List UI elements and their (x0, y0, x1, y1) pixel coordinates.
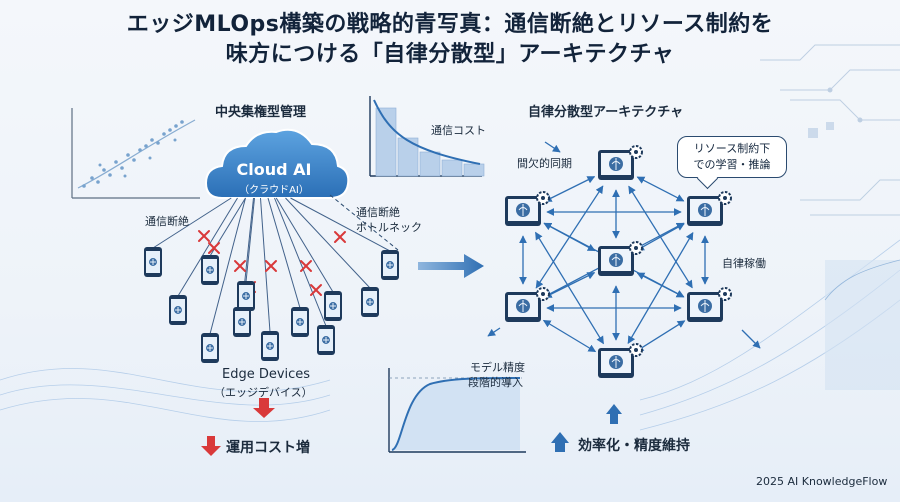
intermittent-sync-label: 間欠的同期 (517, 157, 572, 170)
edge-device-icon (291, 307, 309, 337)
cost-bar (419, 151, 441, 177)
edge-device-icon (324, 291, 342, 321)
cost-bar (397, 137, 419, 177)
edge-device-icon (201, 255, 219, 285)
page-title: エッジMLOps構築の戦略的青写真：通信断絶とリソース制約を 味方につける「自律… (0, 10, 900, 70)
accuracy-chart-label-2: 段階的導入 (468, 376, 523, 389)
efficiency-label: 効率化・精度維持 (578, 438, 690, 454)
cost-chart-label: 通信コスト (431, 124, 486, 137)
edge-device-group (144, 247, 399, 363)
cost-bar (463, 163, 485, 177)
cost-down-arrows (201, 398, 275, 456)
edge-devices-label: Edge Devices (222, 367, 311, 382)
edge-devices-sublabel: （エッジデバイス） (214, 386, 313, 399)
edge-device-icon (361, 287, 379, 317)
cost-increase-label: 運用コスト増 (226, 440, 310, 456)
autonomous-node-icon (505, 191, 550, 226)
cloud-sublabel: （クラウドAI） (239, 185, 309, 196)
footer-credit: 2025 AI KnowledgeFlow (756, 475, 888, 488)
resource-constraint-callout: リソース制約下 での学習・推論 (677, 136, 787, 178)
network-wave-decoration (0, 239, 900, 431)
cloud-ai (204, 128, 350, 199)
cloud-connection-lines (152, 197, 391, 335)
callout-line-2: での学習・推論 (693, 158, 771, 171)
autonomous-operation-label: 自律稼働 (722, 257, 766, 270)
autonomous-node-group (505, 145, 732, 378)
transition-arrow (418, 254, 484, 278)
efficiency-up-arrows (551, 404, 622, 452)
edge-device-icon (317, 325, 335, 355)
disconnect-marks (198, 230, 346, 296)
edge-device-icon (233, 307, 251, 337)
edge-device-icon (261, 331, 279, 361)
autonomous-node-icon (598, 343, 643, 378)
bottleneck-dashed-line (329, 194, 399, 251)
model-accuracy-chart (388, 368, 526, 453)
communication-cost-chart (369, 96, 485, 177)
autonomous-node-icon (687, 287, 732, 322)
title-line-1: エッジMLOps構築の戦略的青写真：通信断絶とリソース制約を (126, 12, 774, 37)
callout-line-1: リソース制約下 (693, 142, 771, 155)
edge-device-icon (144, 247, 162, 277)
decentralized-heading: 自律分散型アーキテクチャ (528, 105, 684, 120)
bottleneck-label-1: 通信断絶 (356, 206, 400, 219)
edge-device-icon (201, 333, 219, 363)
bottleneck-label-2: ボトルネック (356, 221, 422, 234)
edge-device-icon (169, 295, 187, 325)
disconnect-label: 通信断絶 (145, 215, 189, 228)
autonomous-node-icon (505, 287, 550, 322)
accuracy-chart-label-1: モデル精度 (470, 361, 525, 374)
title-line-2: 味方につける「自律分散型」アーキテクチャ (225, 42, 675, 67)
autonomous-node-icon (598, 241, 643, 276)
autonomous-node-icon (598, 145, 643, 180)
autonomous-node-icon (687, 191, 732, 226)
centralized-heading: 中央集権型管理 (215, 105, 307, 120)
cloud-label: Cloud AI (236, 160, 312, 179)
background-scatter-decoration (71, 108, 200, 199)
circuit-decoration (760, 44, 900, 216)
cost-bar (375, 107, 397, 177)
cost-bar (441, 159, 463, 177)
edge-device-icon (237, 281, 255, 311)
edge-device-icon (381, 250, 399, 280)
